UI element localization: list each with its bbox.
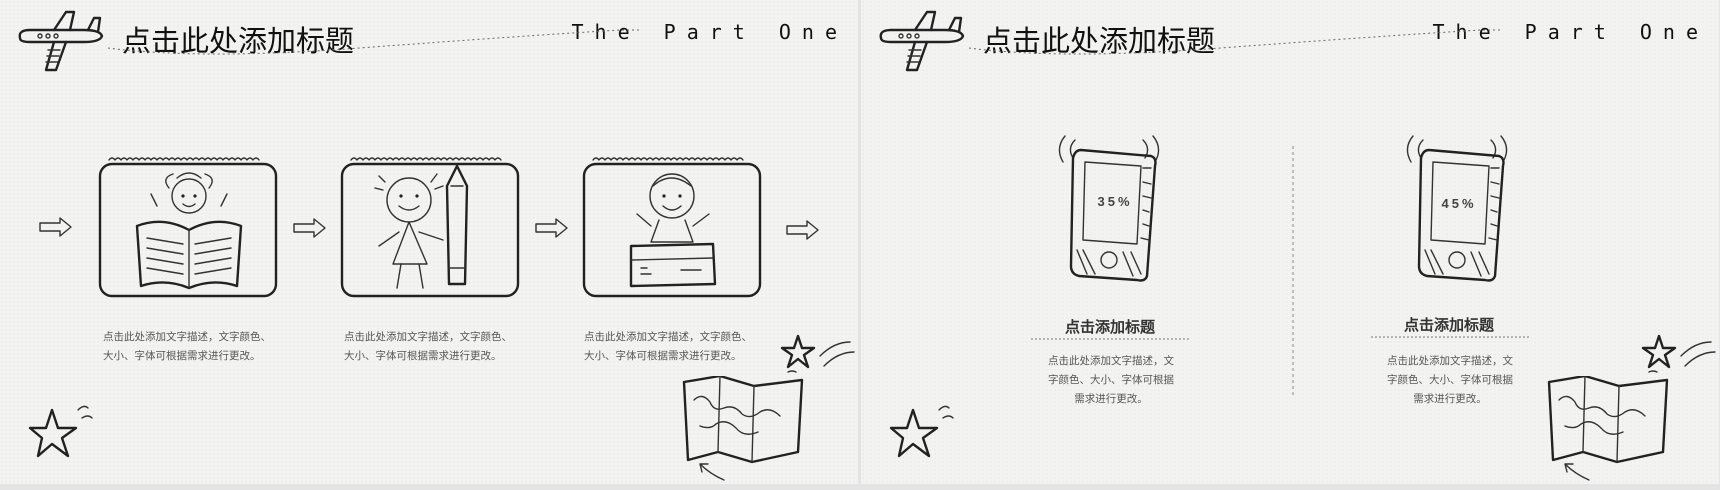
column-description[interactable]: 点击此处添加文字描述，文 字颜色、大小、字体可根据 需求进行更改。 <box>1048 355 1174 405</box>
phone-icon <box>1406 135 1508 282</box>
airplane-icon <box>879 10 965 72</box>
percentage-label: 45% <box>1441 196 1477 211</box>
step-card-reading <box>98 157 278 298</box>
subtitle-underline <box>1371 336 1531 338</box>
part-label: The Part One <box>1432 20 1709 44</box>
title-underline <box>107 29 640 55</box>
phone-icon <box>1058 135 1160 282</box>
arrow-right-icon <box>786 220 819 240</box>
arrow-right-icon <box>39 217 72 237</box>
star-icon <box>780 334 855 373</box>
column-description[interactable]: 点击此处添加文字描述，文 字颜色、大小、字体可根据 需求进行更改。 <box>1387 355 1513 405</box>
star-icon <box>1641 334 1716 373</box>
subtitle-underline <box>1031 338 1191 340</box>
child-with-box-icon <box>629 173 717 288</box>
step-description[interactable]: 点击此处添加文字描述，文字颜色、 大小、字体可根据需求进行更改。 <box>344 331 512 362</box>
slide-title[interactable]: 点击此处添加标题 <box>122 24 355 58</box>
airplane-icon <box>18 10 104 72</box>
column-title[interactable]: 点击添加标题 <box>1064 319 1155 336</box>
slide-title[interactable]: 点击此处添加标题 <box>983 24 1216 58</box>
arrow-right-icon <box>293 218 326 238</box>
child-with-pencil-icon <box>374 164 469 289</box>
map-icon <box>682 376 804 481</box>
arrow-right-icon <box>535 218 568 238</box>
title-underline <box>968 29 1501 55</box>
reading-child-icon <box>135 172 243 290</box>
star-icon <box>28 405 93 458</box>
column-divider <box>1292 146 1294 398</box>
slide-part-one-steps[interactable]: 点击此处添加标题 The Part One <box>0 0 858 484</box>
star-icon <box>889 405 954 458</box>
map-icon <box>1547 376 1669 481</box>
step-card-box <box>582 157 762 298</box>
percentage-label: 35% <box>1097 194 1133 209</box>
part-label: The Part One <box>571 20 848 44</box>
step-description[interactable]: 点击此处添加文字描述，文字颜色、 大小、字体可根据需求进行更改。 <box>103 331 271 362</box>
step-description[interactable]: 点击此处添加文字描述，文字颜色、 大小、字体可根据需求进行更改。 <box>584 331 752 362</box>
column-title[interactable]: 点击添加标题 <box>1403 317 1494 334</box>
slide-part-one-phones[interactable]: 点击此处添加标题 The Part One 35% 45% <box>861 0 1719 484</box>
step-card-pencil <box>340 157 520 298</box>
